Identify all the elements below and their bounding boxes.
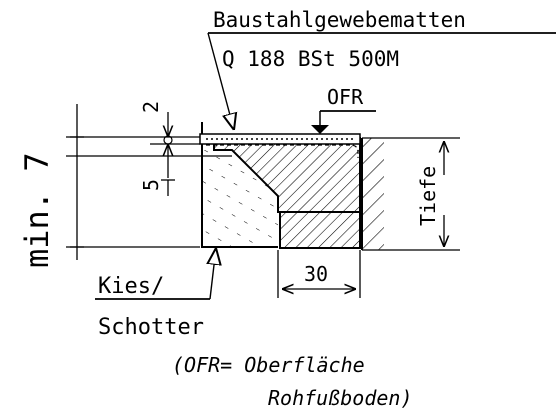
ofr-marker: [311, 110, 376, 134]
note-line-1: (OFR= Oberfläche: [172, 353, 365, 377]
tiefe-label: Tiefe: [416, 166, 440, 226]
mesh-title: Baustahlgewebematten: [213, 8, 466, 32]
dim-2-label: 2: [139, 101, 163, 113]
dim-5-line: [161, 179, 175, 196]
concrete-slab: [213, 137, 361, 249]
note-line-2: Rohfußboden): [268, 386, 413, 410]
dim-2-line: [164, 112, 172, 178]
mesh-leader: [207, 32, 234, 130]
kies-label: Kies/: [98, 274, 164, 299]
dim-30-label: 30: [304, 262, 328, 286]
wall: [361, 138, 384, 250]
mesh-spec: Q 188 BSt 500M: [222, 47, 399, 71]
dim-min7-label: min. 7: [18, 152, 56, 268]
dim-5-label: 5: [139, 179, 163, 191]
schotter-label: Schotter: [98, 315, 204, 340]
dim-extension-lines: [66, 136, 232, 248]
dim-30-line: [277, 250, 361, 298]
ofr-label: OFR: [327, 85, 364, 109]
screed-layer: [199, 133, 361, 158]
gravel-layer: [201, 122, 278, 248]
dim-min7-line: [70, 104, 84, 260]
kies-leader: [210, 248, 216, 300]
